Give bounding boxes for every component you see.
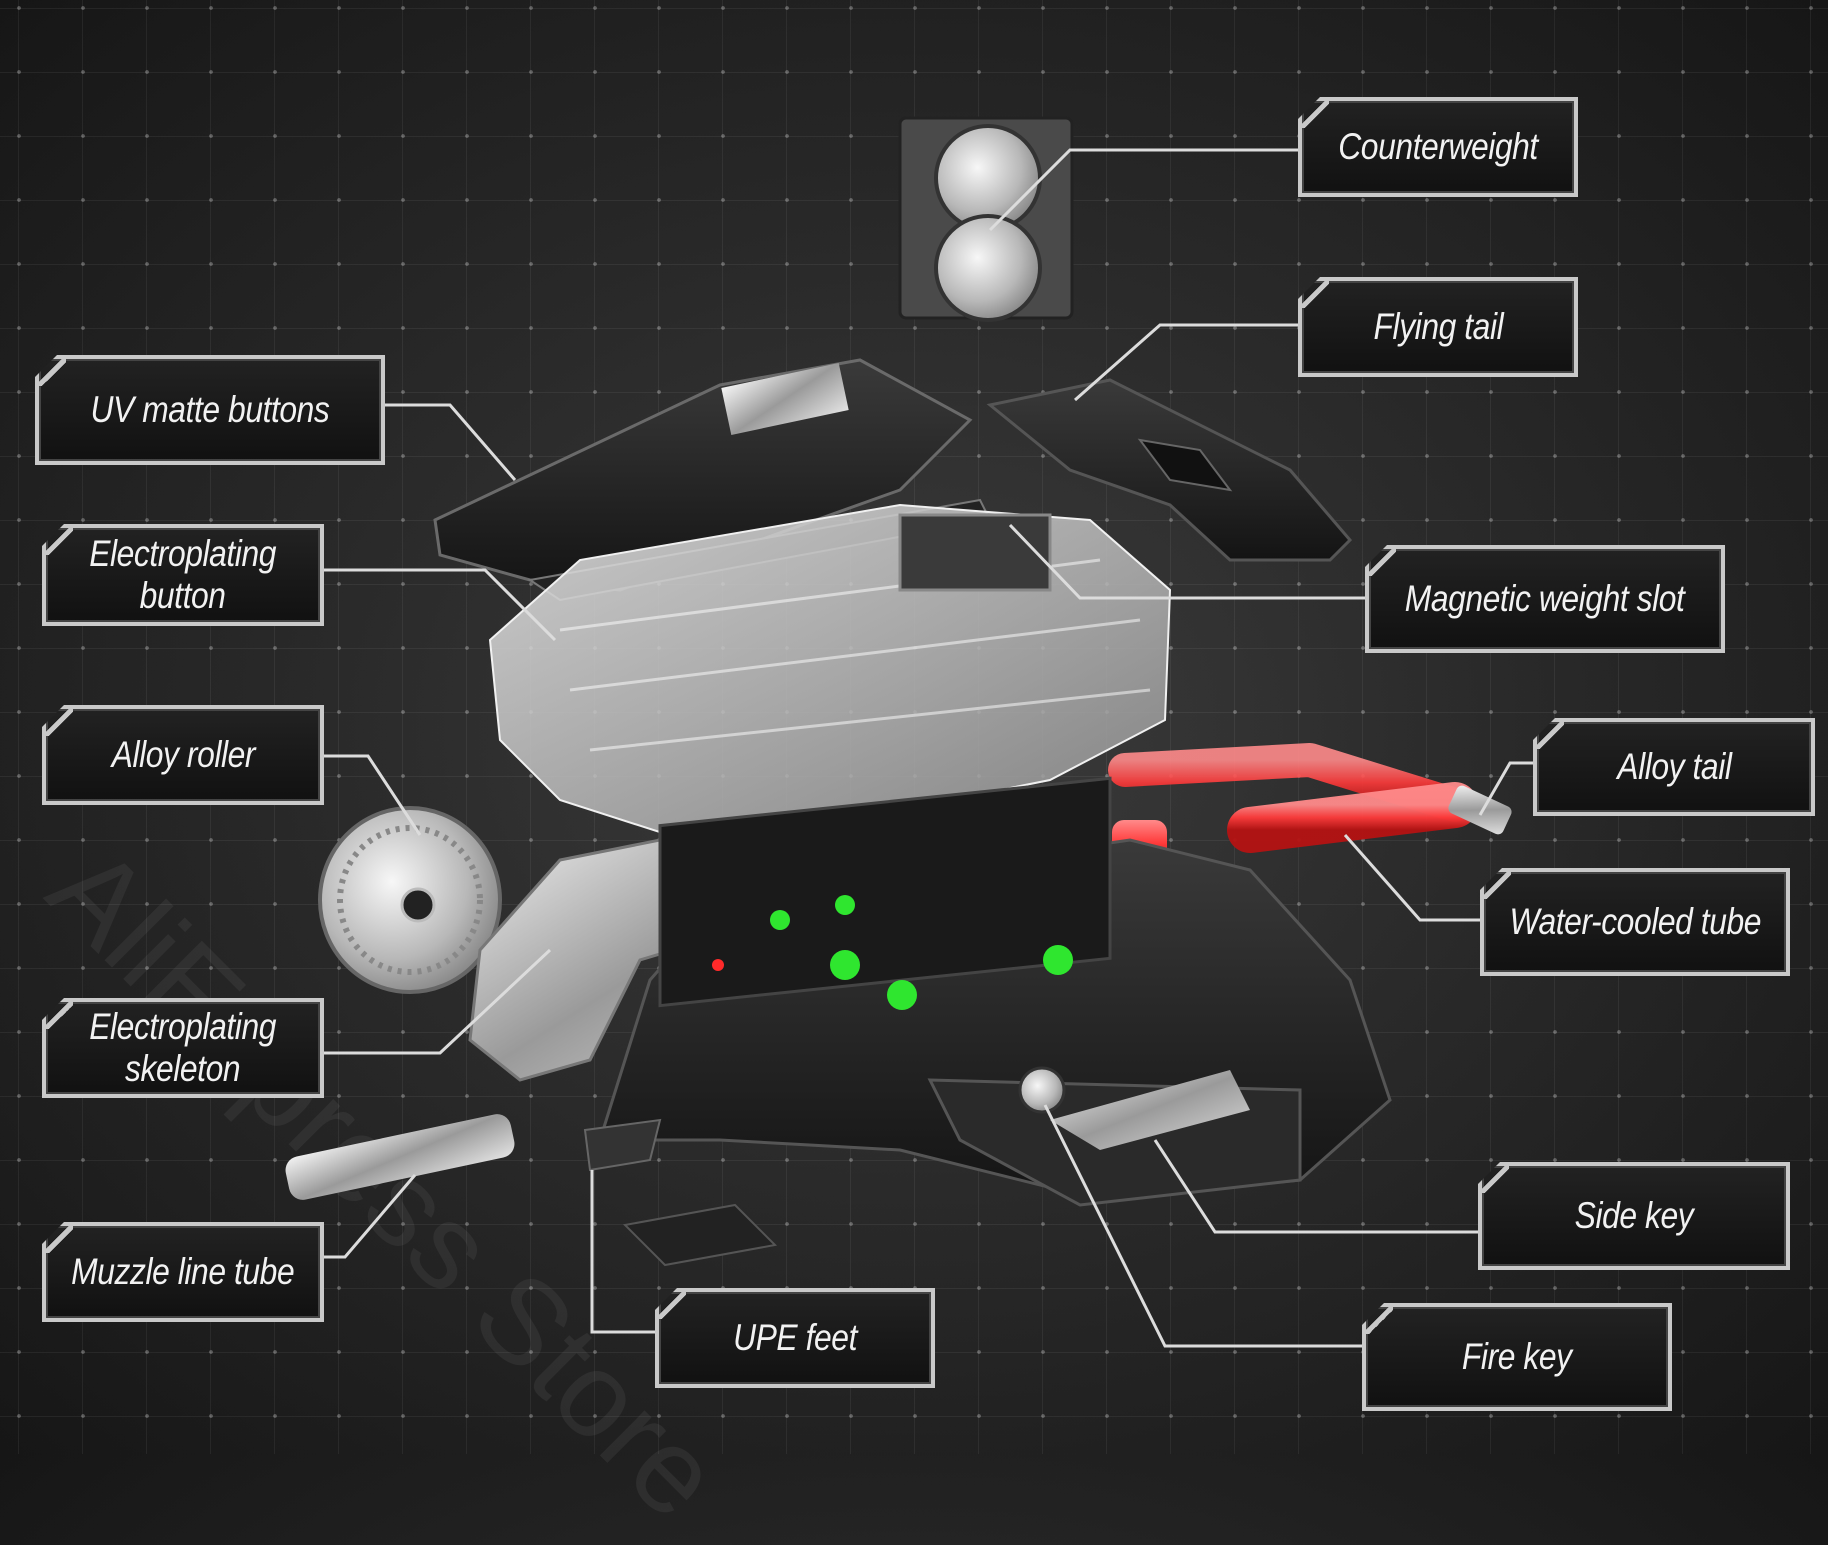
- label-uv-matte-buttons: UV matte buttons: [35, 355, 385, 465]
- leader-lines: [322, 148, 1535, 1348]
- label-alloy-roller: Alloy roller: [42, 705, 324, 805]
- green-led-switches: [712, 895, 1073, 1010]
- label-counterweight: Counterweight: [1298, 97, 1578, 197]
- upe-feet-part: [583, 1118, 778, 1267]
- mouse-exploded-illustration: [285, 116, 1535, 1348]
- label-side-key-text: Side key: [1574, 1195, 1694, 1236]
- label-water-cooled-tube-text: Water-cooled tube: [1509, 901, 1761, 942]
- side-key-part: [927, 1066, 1302, 1207]
- label-magnetic-weight-slot: Magnetic weight slot: [1365, 545, 1725, 653]
- muzzle-line-tube-part: [285, 1114, 515, 1200]
- label-upe-feet-text: UPE feet: [733, 1317, 857, 1358]
- counterweight-part: [898, 116, 1074, 322]
- label-fire-key-text: Fire key: [1462, 1336, 1572, 1377]
- label-muzzle-line-tube: Muzzle line tube: [42, 1222, 324, 1322]
- label-electroplating-skeleton: Electroplating skeleton: [42, 998, 324, 1098]
- label-alloy-roller-text: Alloy roller: [111, 734, 255, 775]
- label-alloy-tail-text: Alloy tail: [1616, 746, 1732, 787]
- label-electroplating-skeleton-text: Electroplating skeleton: [89, 1006, 277, 1089]
- label-electroplating-button: Electroplating button: [42, 524, 324, 626]
- alloy-roller-part: [318, 806, 502, 994]
- label-uv-matte-buttons-text: UV matte buttons: [90, 389, 330, 430]
- label-electroplating-button-text: Electroplating button: [89, 533, 277, 616]
- label-muzzle-line-tube-text: Muzzle line tube: [71, 1251, 295, 1292]
- label-water-cooled-tube: Water-cooled tube: [1480, 868, 1790, 976]
- label-upe-feet: UPE feet: [655, 1288, 935, 1388]
- top-shell-part: [433, 358, 973, 592]
- label-magnetic-weight-slot-text: Magnetic weight slot: [1405, 578, 1685, 619]
- label-side-key: Side key: [1478, 1162, 1790, 1270]
- label-alloy-tail: Alloy tail: [1533, 718, 1815, 816]
- label-flying-tail-text: Flying tail: [1373, 306, 1503, 347]
- label-fire-key: Fire key: [1362, 1303, 1672, 1411]
- label-counterweight-text: Counterweight: [1338, 126, 1538, 167]
- label-flying-tail: Flying tail: [1298, 277, 1578, 377]
- alloy-tail-part: [1448, 785, 1512, 835]
